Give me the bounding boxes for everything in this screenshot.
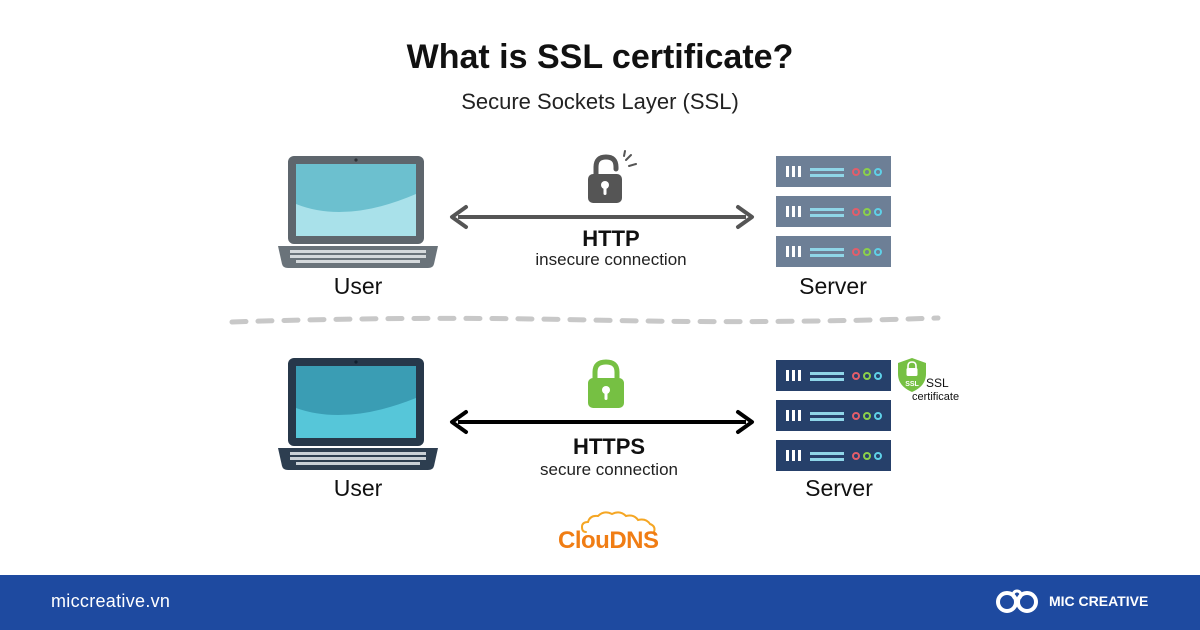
ssl-shield-icon: SSL bbox=[898, 358, 926, 392]
http-protocol-label: HTTP bbox=[582, 226, 640, 251]
server-stack-icon bbox=[776, 360, 891, 471]
server-stack-icon bbox=[776, 156, 891, 267]
top-server-label: Server bbox=[799, 273, 867, 299]
cloudns-logo-text: ClouDNS bbox=[558, 527, 659, 554]
https-connection-label: secure connection bbox=[540, 460, 678, 479]
http-double-arrow bbox=[450, 205, 754, 229]
cloud-logo-icon bbox=[580, 511, 656, 533]
http-connection-label: insecure connection bbox=[535, 250, 687, 269]
footer-brand-name: MIC CREATIVE bbox=[1049, 593, 1149, 609]
mic-creative-logo-icon bbox=[996, 589, 1038, 613]
https-double-arrow bbox=[450, 410, 754, 434]
diagram-subtitle: Secure Sockets Layer (SSL) bbox=[461, 89, 739, 114]
ssl-badge-text: SSL bbox=[905, 381, 919, 388]
locked-padlock-icon bbox=[588, 359, 624, 408]
laptop-icon bbox=[278, 156, 438, 268]
top-user-label: User bbox=[333, 273, 383, 299]
https-protocol-label: HTTPS bbox=[572, 434, 646, 459]
ssl-certificate-line2: certificate bbox=[912, 391, 960, 403]
bottom-server-label: Server bbox=[805, 475, 873, 501]
ssl-certificate-line1: SSL bbox=[926, 376, 949, 390]
unlocked-padlock-icon bbox=[588, 150, 637, 203]
footer-website-link[interactable]: miccreative.vn bbox=[51, 591, 171, 611]
diagram-title: What is SSL certificate? bbox=[406, 38, 794, 76]
bottom-user-label: User bbox=[333, 475, 383, 501]
ssl-certificate-note: SSL certificate bbox=[912, 376, 959, 404]
dashed-divider bbox=[229, 315, 941, 325]
laptop-icon bbox=[278, 358, 438, 470]
